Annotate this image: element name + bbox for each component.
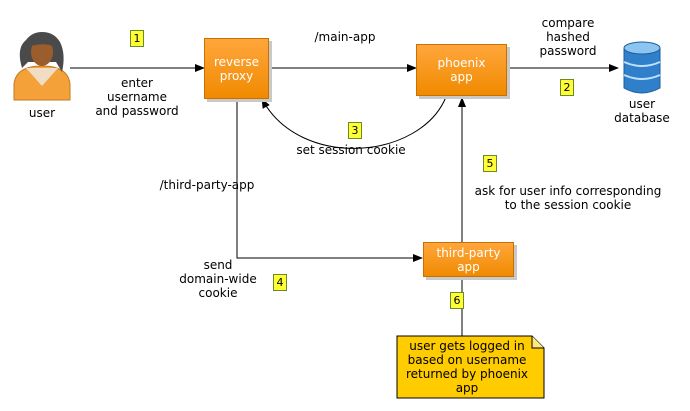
arrow-phoenix-to-proxy: [261, 96, 447, 149]
main-app-label: /main-app: [314, 30, 376, 44]
reverse-proxy-node: reverse proxy: [204, 38, 269, 99]
step-badge-5: 5: [483, 155, 497, 172]
step-badge-6: 6: [450, 292, 464, 309]
login-note-text: user gets logged in based on username re…: [405, 339, 529, 395]
send-cookie-label: send domain-wide cookie: [179, 258, 257, 300]
user-label: user: [28, 106, 56, 120]
database-label: user database: [614, 97, 670, 125]
login-note: user gets logged in based on username re…: [397, 336, 544, 398]
set-cookie-label: set session cookie: [296, 143, 406, 157]
step-badge-2: 2: [560, 79, 574, 96]
step-badge-3: 3: [348, 122, 362, 139]
enter-credentials-label: enter username and password: [95, 76, 179, 118]
third-party-path-label: /third-party-app: [159, 178, 255, 192]
ask-user-info-label: ask for user info corresponding to the s…: [474, 184, 662, 212]
user-icon: [13, 32, 71, 101]
step-badge-1: 1: [130, 30, 144, 47]
arrow-proxy-to-third-party: [236, 100, 423, 262]
phoenix-app-node: phoenix app: [416, 44, 507, 96]
third-party-app-node: third-party app: [423, 242, 514, 277]
compare-password-label: compare hashed password: [539, 16, 597, 58]
database-icon: [623, 41, 661, 94]
note-shape: [396, 335, 545, 399]
step-badge-4: 4: [273, 274, 287, 291]
